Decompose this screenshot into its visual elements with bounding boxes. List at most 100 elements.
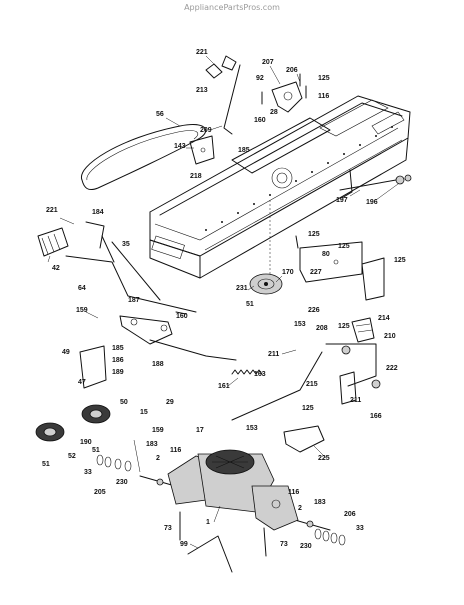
- callout-99: 99: [180, 541, 188, 548]
- watermark: AppliancePartsPros.com: [184, 3, 280, 12]
- callout-189: 189: [112, 369, 124, 376]
- callout-230a: 230: [116, 479, 128, 486]
- transaxle-assembly: [139, 449, 331, 557]
- callout-230b: 230: [300, 543, 312, 550]
- rod-163: [231, 351, 323, 421]
- leader-lines: [47, 55, 399, 549]
- callout-207: 207: [262, 59, 274, 66]
- callout-73b: 73: [280, 541, 288, 548]
- pedal-assembly: [325, 317, 381, 405]
- callout-116b: 116: [170, 447, 181, 454]
- callout-221a: 221: [196, 49, 208, 56]
- callout-213: 213: [196, 87, 208, 94]
- pedal-shaft: [339, 169, 412, 199]
- callout-64: 64: [78, 285, 86, 292]
- bracket-225: [283, 425, 325, 453]
- callout-159b: 159: [152, 427, 164, 434]
- splined-coupler: [37, 221, 105, 257]
- callout-170: 170: [282, 269, 294, 276]
- callout-35: 35: [122, 241, 130, 248]
- callout-153a: 153: [294, 321, 306, 328]
- callout-211a: 211: [268, 351, 279, 358]
- callout-92: 92: [256, 75, 264, 82]
- drive-belt: [81, 124, 207, 191]
- idler-arm: [119, 311, 237, 361]
- callout-29: 29: [166, 399, 174, 406]
- callout-56: 56: [156, 111, 164, 118]
- idler-pulley-170: [249, 200, 283, 295]
- callout-188: 188: [152, 361, 164, 368]
- callout-218: 218: [190, 173, 202, 180]
- callout-125a: 125: [318, 75, 330, 82]
- bracket-218: [189, 135, 215, 165]
- callout-50: 50: [120, 399, 128, 406]
- callout-33a: 33: [84, 469, 92, 476]
- callout-210: 210: [384, 333, 396, 340]
- callout-226: 226: [308, 307, 320, 314]
- callout-186: 186: [112, 357, 124, 364]
- callout-206a: 206: [286, 67, 298, 74]
- callout-73a: 73: [164, 525, 172, 532]
- upper-bracket: [261, 73, 307, 113]
- callout-51b: 51: [92, 447, 100, 454]
- callout-52: 52: [68, 453, 76, 460]
- callout-2a: 2: [156, 455, 160, 462]
- callout-231: 231: [236, 285, 248, 292]
- callout-161: 161: [218, 383, 230, 390]
- callout-51c: 51: [42, 461, 50, 468]
- callout-214: 214: [378, 315, 390, 322]
- cross-rod: [65, 235, 197, 313]
- idler-bracket-189: [79, 345, 111, 424]
- callout-1: 1: [206, 519, 210, 526]
- pulley-52: [35, 422, 65, 442]
- callout-185b: 185: [112, 345, 124, 352]
- callout-116c: 116: [288, 489, 299, 496]
- callout-80: 80: [322, 251, 330, 258]
- callout-159a: 159: [76, 307, 88, 314]
- callout-labels: 221 213 207 206 125 92 116 28 56 160 209…: [42, 49, 406, 550]
- callout-42: 42: [52, 265, 60, 272]
- callout-116a: 116: [318, 93, 329, 100]
- callout-196: 196: [366, 199, 378, 206]
- callout-163: 163: [254, 371, 266, 378]
- washer-stack-right: [314, 528, 346, 546]
- callout-215: 215: [306, 381, 318, 388]
- callout-190: 190: [80, 439, 92, 446]
- callout-125c: 125: [338, 243, 350, 250]
- callout-206b: 206: [344, 511, 356, 518]
- callout-222: 222: [386, 365, 398, 372]
- spring-161: [231, 369, 263, 375]
- callout-28: 28: [270, 109, 278, 116]
- callout-205a: 205: [94, 489, 106, 496]
- callout-184: 184: [92, 209, 104, 216]
- callout-185a: 185: [238, 147, 250, 154]
- chassis-frame: [149, 95, 411, 279]
- bracket-80: [295, 235, 385, 301]
- callout-125f: 125: [302, 405, 314, 412]
- callout-221b: 221: [46, 207, 58, 214]
- callout-227: 227: [310, 269, 322, 276]
- callout-225: 225: [318, 455, 330, 462]
- callout-33b: 33: [356, 525, 364, 532]
- callout-211b: 211: [350, 397, 361, 404]
- callout-166: 166: [370, 413, 382, 420]
- callout-153b: 153: [246, 425, 258, 432]
- callout-2b: 2: [298, 505, 302, 512]
- callout-51a: 51: [246, 301, 254, 308]
- rod-99: [187, 535, 233, 573]
- shift-rod: [205, 55, 241, 135]
- callout-143: 143: [174, 143, 186, 150]
- callout-187: 187: [128, 297, 140, 304]
- callout-197: 197: [336, 197, 348, 204]
- callout-15: 15: [140, 409, 148, 416]
- callout-17: 17: [196, 427, 204, 434]
- callout-47: 47: [78, 379, 86, 386]
- callout-49: 49: [62, 349, 70, 356]
- callout-160a: 160: [254, 117, 266, 124]
- callout-208: 208: [316, 325, 328, 332]
- callout-125b: 125: [308, 231, 320, 238]
- callout-125d: 125: [394, 257, 406, 264]
- callout-160b: 160: [176, 313, 188, 320]
